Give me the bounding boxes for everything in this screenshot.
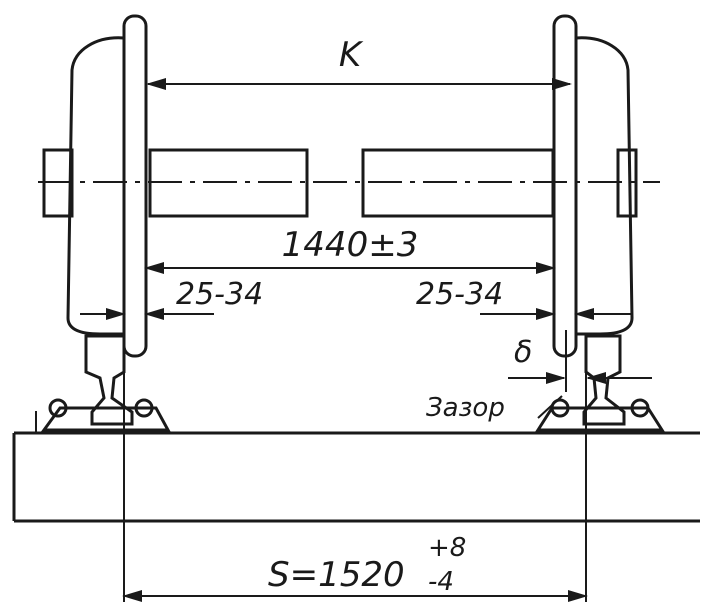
left-wheel: [66, 14, 148, 358]
gap-label: Зазор: [426, 393, 505, 423]
right-wheel: [552, 14, 634, 358]
left-rail: [41, 334, 171, 432]
delta-label: δ: [514, 335, 532, 370]
gap-leader: [537, 395, 563, 419]
axle: [38, 148, 660, 218]
inner-distance-label: 1440±3: [282, 225, 419, 265]
right-rail: [535, 334, 665, 432]
sleeper: [12, 411, 700, 523]
gauge-tol-plus: +8: [428, 533, 466, 563]
gauge-tol-minus: -4: [428, 567, 454, 597]
gauge-label: S=1520: [268, 555, 405, 595]
flange-left-label: 25-34: [176, 277, 263, 312]
flange-right-label: 25-34: [416, 277, 503, 312]
k-label: K: [339, 35, 364, 75]
